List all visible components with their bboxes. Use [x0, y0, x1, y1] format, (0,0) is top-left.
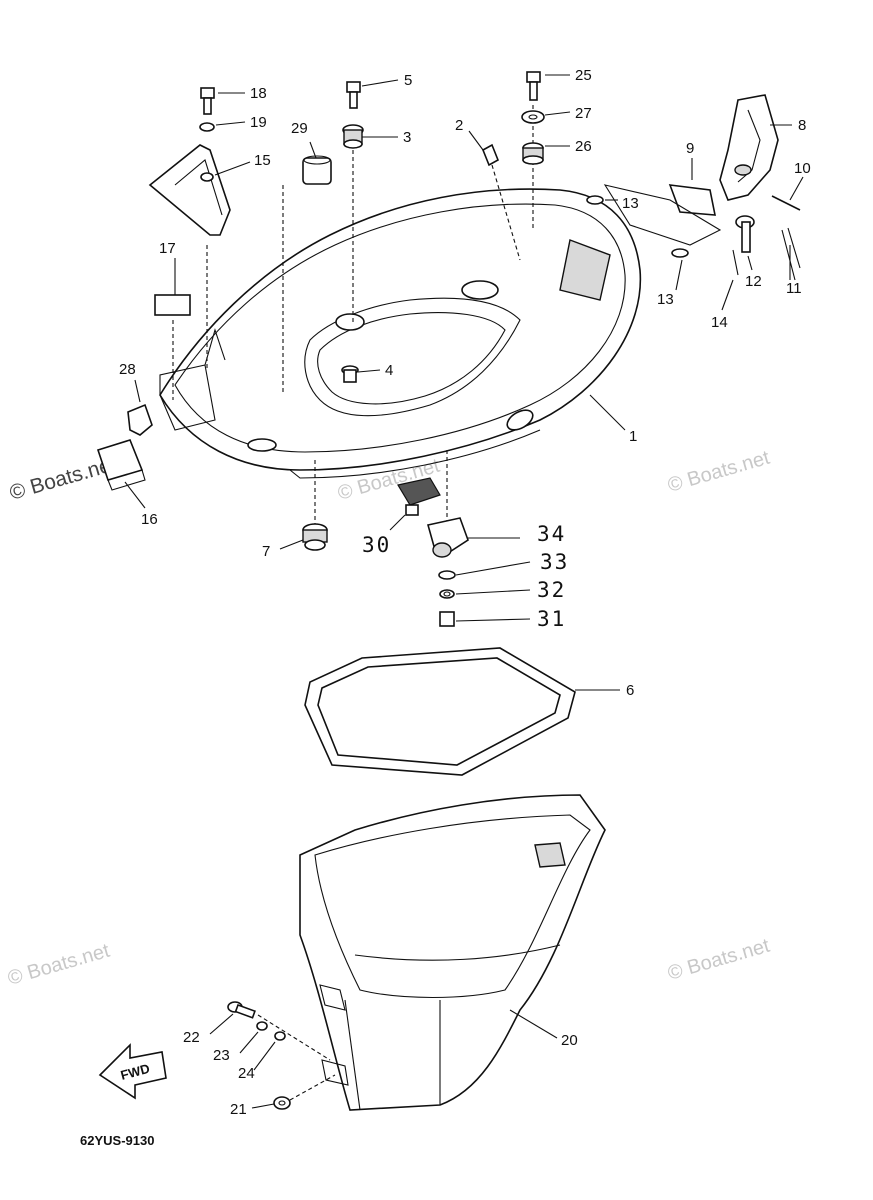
bolt-22 [227, 1001, 256, 1019]
bottom-cowling-20 [299, 794, 606, 1111]
callout-33: 33 [540, 550, 569, 574]
bracket-34 [427, 517, 469, 558]
watermark: © Boats.net [5, 940, 112, 990]
bolt-25 [526, 71, 541, 101]
callout-21: 21 [230, 1101, 247, 1118]
bolt-18 [200, 87, 215, 115]
callout-23: 23 [213, 1047, 230, 1064]
callout-18: 18 [250, 85, 267, 102]
watermark: © Boats.net [665, 935, 772, 985]
grommet-7 [302, 523, 328, 551]
callout-24: 24 [238, 1065, 255, 1082]
callout-30: 30 [362, 533, 391, 557]
forward-arrow-icon: FWD [98, 1043, 167, 1100]
callout-32: 32 [537, 578, 566, 602]
callout-20: 20 [561, 1032, 578, 1049]
grommet-29 [302, 155, 332, 185]
callout-9: 9 [686, 140, 694, 157]
callout-27: 27 [575, 105, 592, 122]
leader-lines [124, 74, 804, 1109]
callout-29: 29 [291, 120, 308, 137]
seal-6 [304, 647, 576, 776]
callout-28: 28 [119, 361, 136, 378]
callout-15: 15 [254, 152, 271, 169]
grommet-3 [342, 124, 364, 149]
bolt-5 [346, 81, 361, 109]
callouts: 1 2 3 4 5 6 7 8 9 10 11 12 13 13 14 15 1… [119, 67, 811, 1118]
callout-6: 6 [626, 682, 634, 699]
callout-7: 7 [262, 543, 270, 560]
grommet-26 [522, 142, 544, 165]
callout-8: 8 [798, 117, 806, 134]
callout-34: 34 [537, 522, 566, 546]
latch-16 [96, 439, 146, 491]
fwd-label: FWD [119, 1061, 151, 1083]
callout-17: 17 [159, 240, 176, 257]
callout-25: 25 [575, 67, 592, 84]
callout-22: 22 [183, 1029, 200, 1046]
watermark: © Boats.net [665, 447, 772, 497]
collar-4 [341, 365, 359, 383]
callout-16: 16 [141, 511, 158, 528]
callout-12: 12 [745, 273, 762, 290]
callout-2: 2 [455, 117, 463, 134]
callout-1: 1 [629, 428, 637, 445]
callout-4: 4 [385, 362, 393, 379]
top-cowling [159, 188, 642, 479]
pin-12 [735, 215, 755, 253]
callout-13a: 13 [622, 195, 639, 212]
callout-13b: 13 [657, 291, 674, 308]
callout-26: 26 [575, 138, 592, 155]
callout-14: 14 [711, 314, 728, 331]
latch-lever-8 [719, 94, 779, 201]
diagram-code: 62YUS-9130 [80, 1133, 154, 1148]
callout-19: 19 [250, 114, 267, 131]
callout-10: 10 [794, 160, 811, 177]
callout-5: 5 [404, 72, 412, 89]
callout-3: 3 [403, 129, 411, 146]
callout-31: 31 [537, 607, 566, 631]
callout-11: 11 [786, 280, 802, 297]
